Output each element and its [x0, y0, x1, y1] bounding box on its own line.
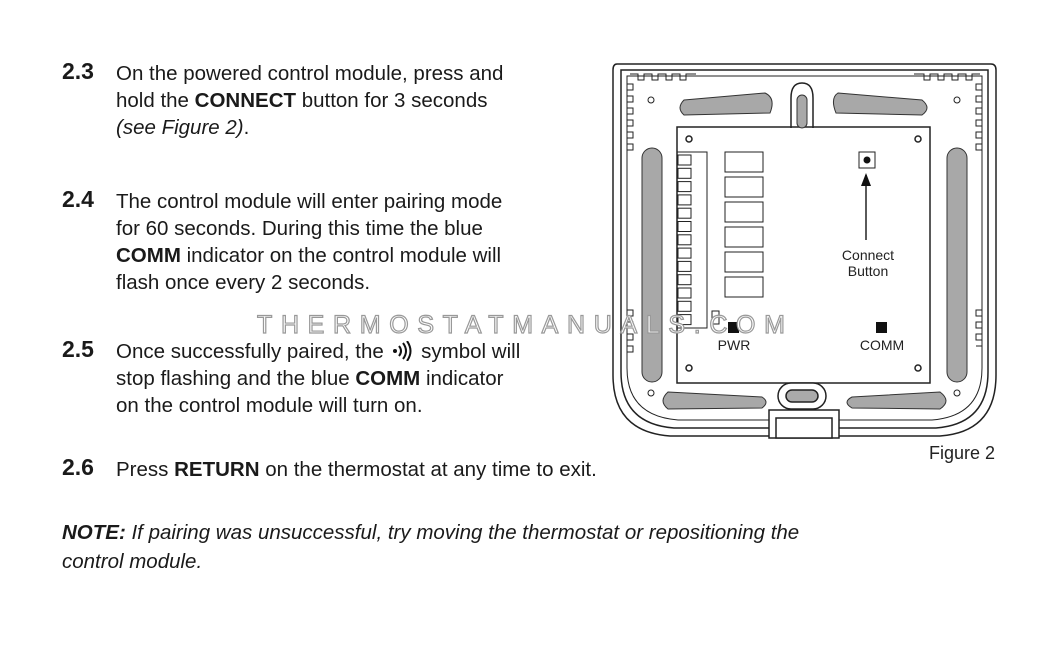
relay — [724, 176, 764, 198]
step-line: On the powered control module, press and — [116, 62, 504, 85]
terminal — [677, 314, 692, 326]
module-outer-shell — [612, 63, 997, 437]
left-slot — [641, 147, 663, 383]
step-number: 2.4 — [62, 186, 94, 212]
relay — [724, 201, 764, 223]
step-line: Once successfully paired, the symbol wil… — [116, 340, 521, 363]
connect-button-label-2: Button — [848, 263, 888, 279]
terminal — [677, 274, 692, 286]
step-number: 2.6 — [62, 454, 94, 480]
terminal-block — [676, 151, 708, 329]
terminal — [677, 247, 692, 259]
step-line: (see Figure 2). — [116, 116, 250, 139]
watermark: THERMOSTATMANUALS.COM — [257, 311, 785, 339]
terminal — [677, 234, 692, 246]
relay — [724, 151, 764, 173]
figure-caption: Figure 2 — [929, 443, 995, 463]
connect-button-label: Connect — [842, 247, 894, 263]
step-line: for 60 seconds. During this time the blu… — [116, 217, 483, 240]
comm-label: COMM — [860, 337, 904, 353]
comm-indicator — [876, 322, 887, 333]
terminal — [677, 194, 692, 206]
terminal — [677, 167, 692, 179]
step-number: 2.3 — [62, 58, 94, 84]
pwr-label: PWR — [718, 337, 751, 353]
terminal — [677, 207, 692, 219]
terminal — [677, 154, 692, 166]
step-line: on the control module will turn on. — [116, 394, 423, 417]
wireless-signal-icon — [393, 341, 412, 361]
relay — [724, 226, 764, 248]
relay — [724, 251, 764, 273]
pwr-indicator — [728, 322, 739, 333]
step-line: Press RETURN on the thermostat at any ti… — [116, 458, 597, 481]
step-line: The control module will enter pairing mo… — [116, 190, 503, 213]
terminal — [677, 221, 692, 232]
step-line: stop flashing and the blue COMM indicato… — [116, 367, 504, 390]
relay — [724, 276, 764, 298]
terminal — [677, 260, 692, 272]
connect-button — [858, 151, 876, 169]
step-line: flash once every 2 seconds. — [116, 271, 371, 294]
step-line: COMM indicator on the control module wil… — [116, 244, 502, 267]
terminal — [677, 181, 692, 193]
step-number: 2.5 — [62, 336, 94, 362]
step-line: hold the CONNECT button for 3 seconds — [116, 89, 488, 112]
circuit-board — [676, 126, 931, 384]
note: NOTE: If pairing was unsuccessful, try m… — [62, 521, 800, 573]
terminal — [677, 287, 692, 299]
terminal — [677, 300, 692, 312]
